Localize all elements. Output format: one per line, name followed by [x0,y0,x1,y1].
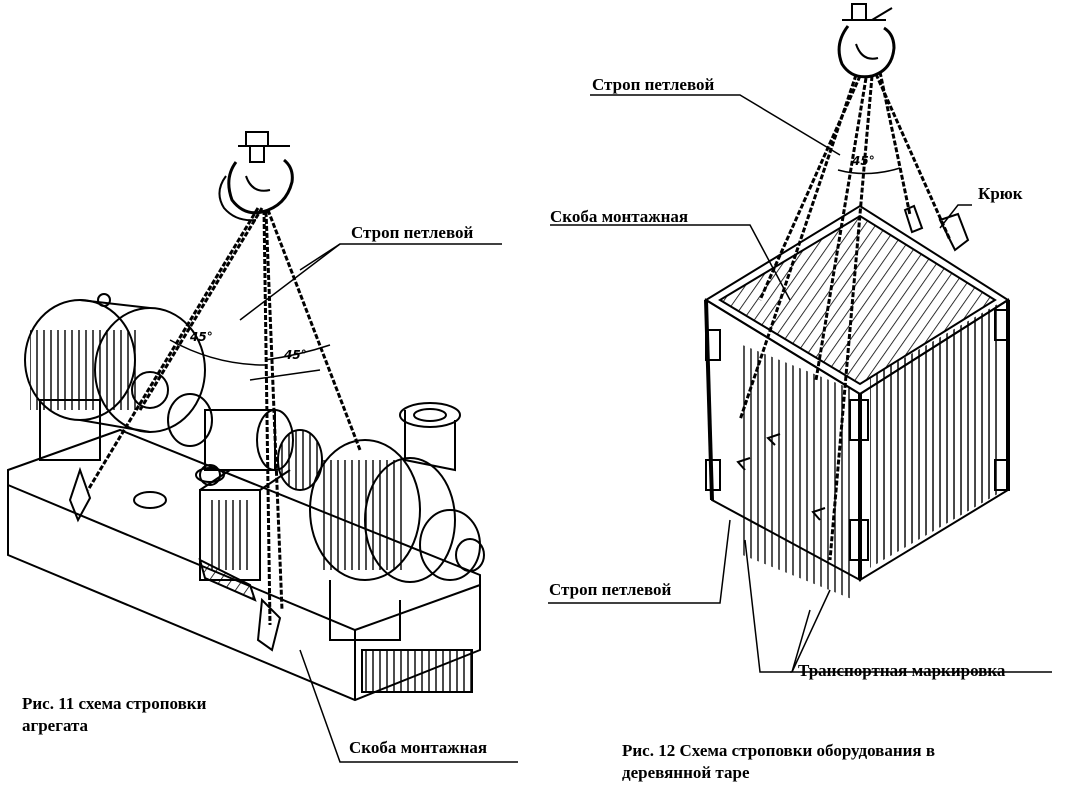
caption-figure-11-line1: Рис. 11 схема строповки [22,694,207,713]
crate-hook [903,204,970,252]
angle-label-left-2: 45° [284,348,307,362]
caption-figure-12: Рис. 12 Схема строповки оборудования в д… [622,740,1062,784]
label-sling-bottom-right: Строп петлевой [549,580,672,599]
leaders-right [548,94,1052,673]
angle-label-right: 45° [852,154,875,168]
wooden-crate [704,204,1010,599]
pump-casing [309,402,485,641]
pump-unit-illustration [7,131,518,763]
angle-label-left-1: 45° [190,330,213,344]
label-shackle-left: Скоба монтажная [349,738,488,757]
crate-illustration [548,3,1052,673]
crane-hook-right [837,3,896,79]
label-sling-left: Строп петлевой [351,223,474,242]
caption-figure-11-line2: агрегата [22,716,89,735]
shackles-left [68,466,282,652]
coupling [167,393,323,491]
leaders-left [239,243,518,763]
label-sling-top-right: Строп петлевой [592,75,715,94]
angle-arcs-left [169,339,331,381]
caption-figure-12-line2: деревянной таре [622,763,750,782]
caption-figure-11: Рис. 11 схема строповки агрегата [22,693,312,737]
angle-arc-right [837,167,901,175]
label-shackle-right: Скоба монтажная [550,207,689,226]
label-hook: Крюк [978,184,1023,203]
electric-motor [24,293,206,461]
label-transport-marking: Транспортная маркировка [798,661,1006,680]
caption-figure-12-line1: Рис. 12 Схема строповки оборудования в [622,741,936,760]
crane-hook-left [218,131,294,222]
bearing-pedestal [199,469,291,581]
